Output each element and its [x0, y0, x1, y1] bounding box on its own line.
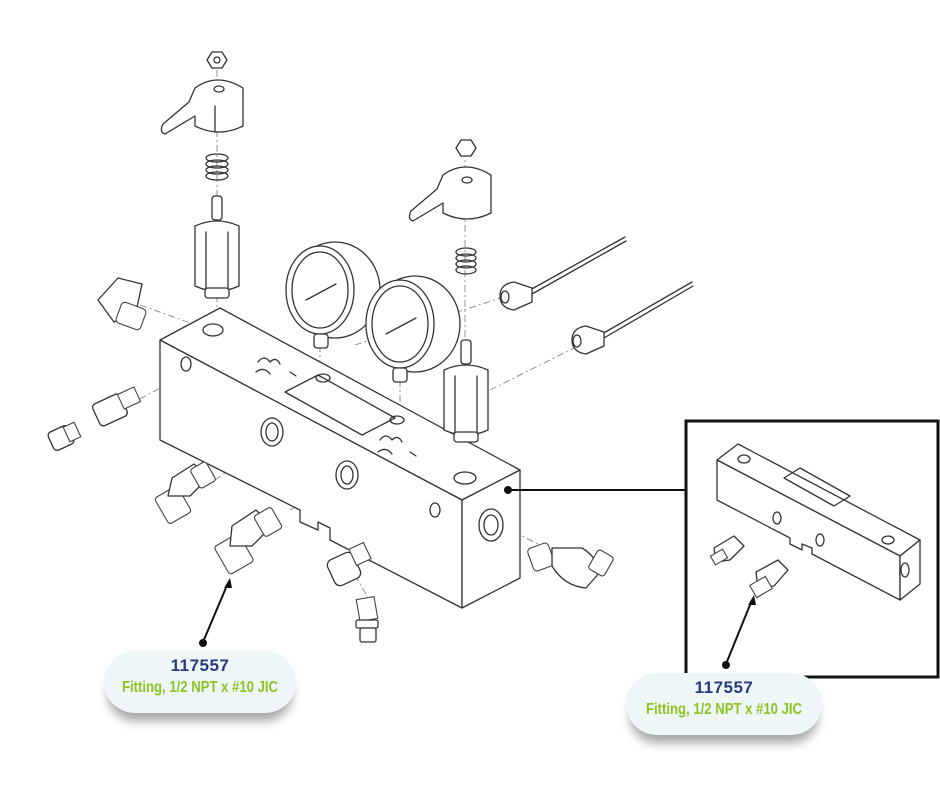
- pipe-plug-bottom: [326, 541, 372, 587]
- fitting-45-upper: [154, 461, 216, 524]
- temperature-probe-1: [499, 236, 627, 311]
- valve-cartridge-left: [194, 195, 240, 299]
- valve-handle-right: [408, 139, 492, 222]
- spring-right: [455, 247, 477, 275]
- part-description: Fitting, 1/2 NPT x #10 JIC: [645, 701, 803, 718]
- manifold-block: [159, 307, 521, 609]
- inset-fitting-117557: [748, 559, 789, 599]
- part-number: 117557: [170, 656, 230, 675]
- pipe-plug-left: [91, 386, 142, 427]
- inset-manifold-block: [716, 443, 921, 601]
- elbow-fitting-upper-left: [97, 277, 147, 331]
- inset-leader-dot: [504, 486, 512, 494]
- valve-handle-left: [160, 51, 244, 135]
- part-callout-label-main: 117557 Fitting, 1/2 NPT x #10 JIC: [104, 651, 296, 713]
- part-callout-label-inset: 117557 Fitting, 1/2 NPT x #10 JIC: [626, 673, 822, 735]
- adapter-fitting-left: [47, 421, 82, 452]
- callout-leader-inset: [722, 595, 756, 669]
- spring-left: [205, 153, 229, 181]
- inset-detail: [504, 419, 940, 679]
- temperature-probe-2: [571, 281, 694, 355]
- callout-leader-main: [199, 578, 232, 647]
- valve-cartridge-right: [443, 339, 489, 443]
- pressure-gauge-2: [365, 275, 461, 383]
- pressure-gauge-1: [285, 241, 381, 349]
- inset-fitting-upper: [709, 535, 745, 566]
- elbow-fitting-right: [527, 542, 614, 589]
- nipple-fitting-bottom: [355, 595, 379, 643]
- fitting-45-lower-117557: [214, 507, 283, 575]
- part-number: 117557: [694, 678, 754, 697]
- part-description: Fitting, 1/2 NPT x #10 JIC: [121, 679, 279, 696]
